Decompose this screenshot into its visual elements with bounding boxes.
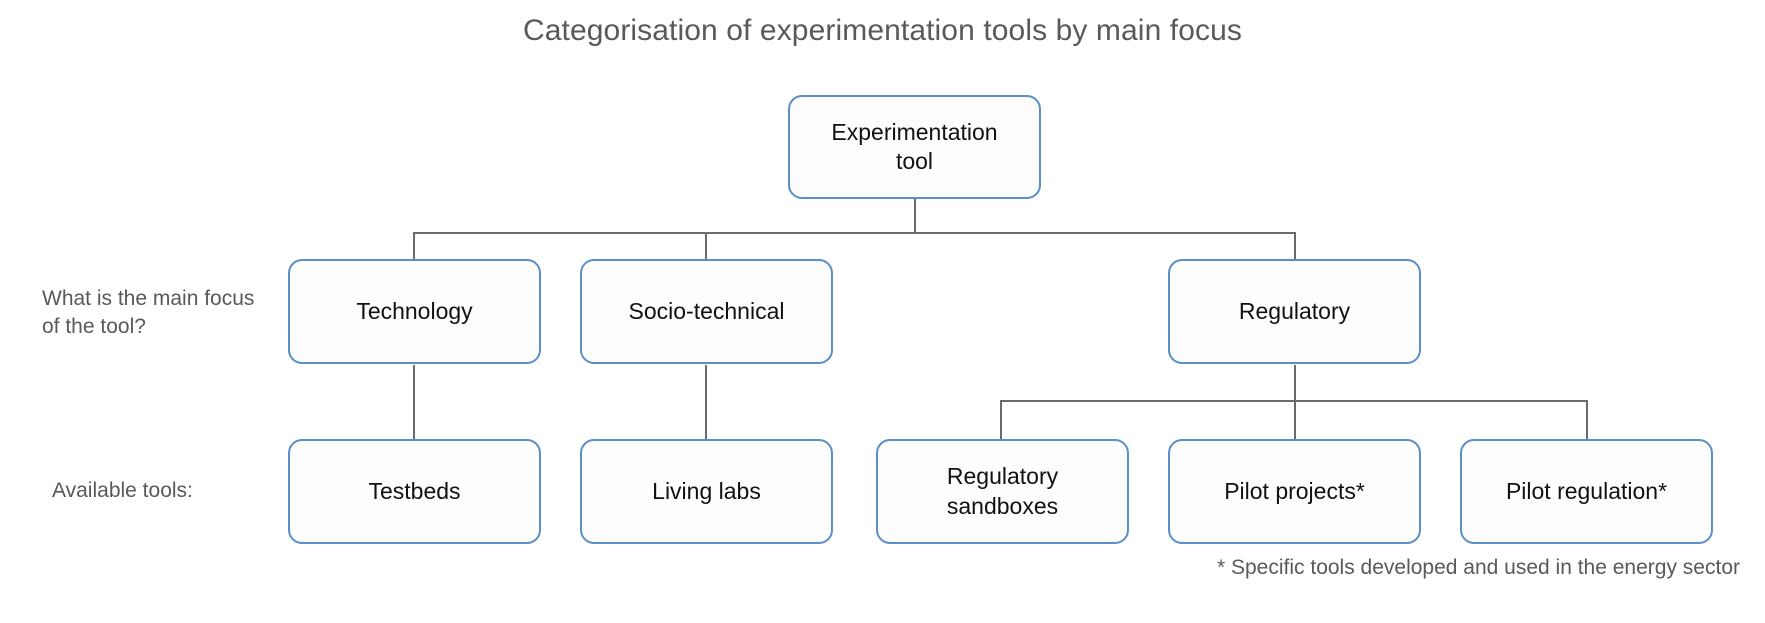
connector-socio-technical-living-labs — [705, 365, 707, 440]
connector-regulatory-stem — [1294, 365, 1296, 402]
node-technology-label: Technology — [356, 297, 473, 324]
node-regulatory-label: Regulatory — [1238, 297, 1351, 324]
node-technology[interactable]: Technology — [288, 259, 541, 364]
page-title: Categorisation of experimentation tools … — [522, 14, 1242, 47]
connector-to-pilot-projects — [1294, 400, 1296, 440]
connector-technology-testbeds — [413, 365, 415, 440]
node-pilot-regulation[interactable]: Pilot regulation* — [1460, 439, 1713, 544]
node-label-line-1: Regulatory — [946, 463, 1059, 490]
node-living-labs[interactable]: Living labs — [580, 439, 833, 544]
node-pilot-projects-label: Pilot projects* — [1224, 477, 1365, 504]
connector-to-regulatory — [1294, 232, 1296, 260]
connector-to-socio-technical — [705, 232, 707, 260]
node-label-line-1: Experimentation — [831, 118, 998, 145]
row-label-main-focus: What is the main focus of the tool? — [42, 287, 255, 338]
node-testbeds-label: Testbeds — [368, 477, 461, 504]
connector-to-technology — [413, 232, 415, 260]
connector-to-pilot-regulation — [1586, 400, 1588, 440]
node-regulatory[interactable]: Regulatory — [1168, 259, 1421, 364]
node-experimentation-tool[interactable]: Experimentation tool — [788, 95, 1041, 199]
node-experimentation-tool-label: Experimentation tool — [831, 118, 997, 177]
node-pilot-projects[interactable]: Pilot projects* — [1168, 439, 1421, 544]
footnote-text: * Specific tools developed and used in t… — [1216, 556, 1740, 579]
node-label-line-2: tool — [895, 148, 934, 174]
node-label-line-2: sandboxes — [946, 492, 1059, 519]
row-label-available-tools: Available tools: — [52, 479, 193, 502]
node-pilot-regulation-label: Pilot regulation* — [1505, 477, 1668, 504]
connector-root-stem — [914, 198, 916, 234]
node-living-labs-label: Living labs — [652, 477, 761, 504]
node-regulatory-sandboxes-label: Regulatory sandboxes — [947, 462, 1058, 521]
node-regulatory-sandboxes[interactable]: Regulatory sandboxes — [876, 439, 1129, 544]
node-socio-technical[interactable]: Socio-technical — [580, 259, 833, 364]
connector-level2-bus — [413, 232, 1296, 234]
node-socio-technical-label: Socio-technical — [628, 297, 785, 324]
connector-to-regulatory-sandboxes — [1000, 400, 1002, 440]
node-testbeds[interactable]: Testbeds — [288, 439, 541, 544]
